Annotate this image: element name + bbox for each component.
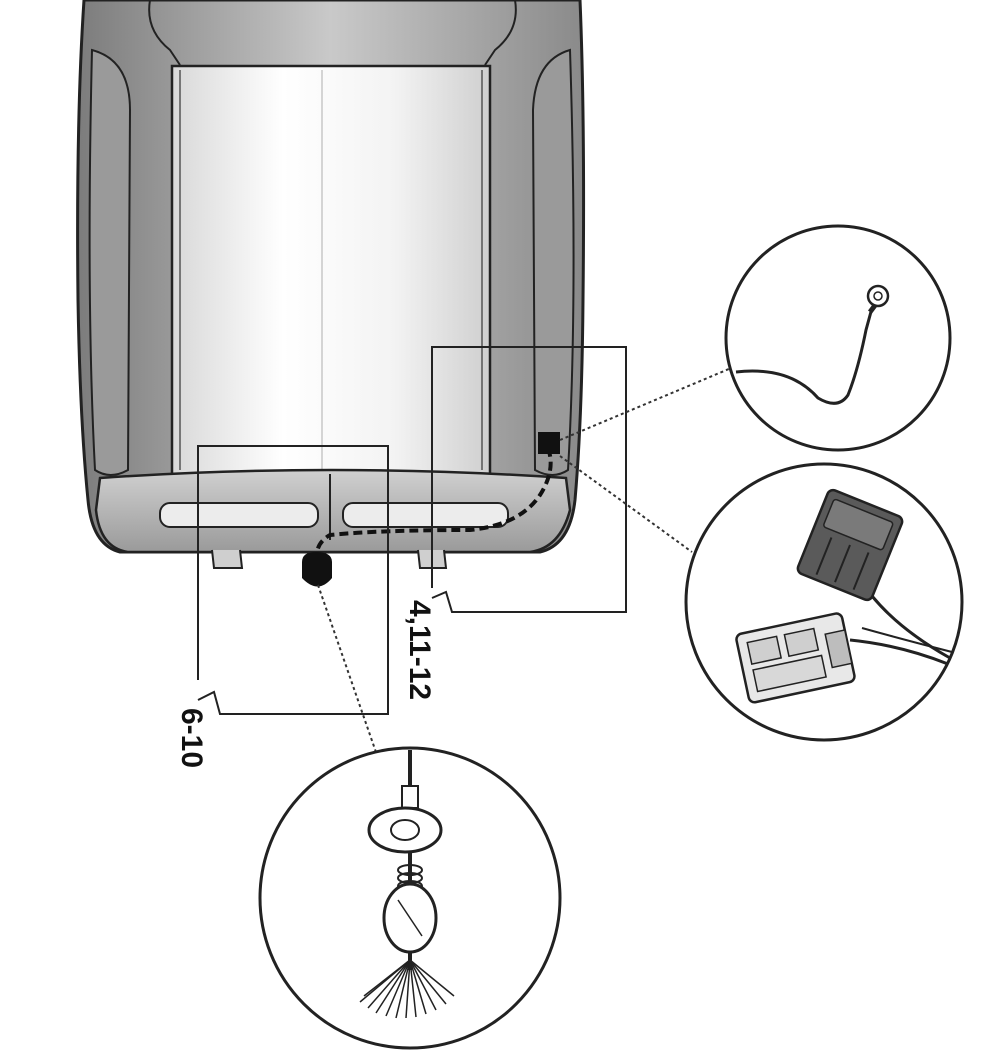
dark-connector: [796, 488, 904, 602]
grommet-wire-detail: [258, 746, 562, 1050]
callout-label-6-10: 6-10: [175, 708, 208, 768]
connector-wire-a: [870, 595, 951, 660]
frayed-wire-ends: [359, 959, 455, 1019]
right-side-panel: [531, 48, 575, 476]
callout-box-4-11-12: [431, 346, 627, 613]
ground-eyelet-detail: [724, 224, 952, 452]
left-bumper-strip: [159, 502, 319, 528]
leader-to-eyelet: [559, 365, 737, 441]
vehicle-rear: [76, 0, 586, 569]
light-connector: [735, 612, 856, 704]
connector-pair-detail: [684, 462, 964, 742]
callout-box-6-10: [197, 445, 389, 715]
connector-wire-c: [861, 627, 953, 653]
ground-wire: [735, 307, 874, 405]
leader-to-grommet: [317, 584, 379, 759]
callout-label-4-11-12: 4,11-12: [403, 600, 436, 700]
connector-wire-b: [849, 638, 949, 666]
grommet-plug: [302, 552, 332, 587]
left-side-panel: [88, 48, 132, 476]
right-bumper-strip: [342, 502, 509, 528]
harness-connector-block: [538, 432, 560, 454]
tailgate-glass: [170, 64, 492, 478]
left-tow-bracket: [211, 549, 244, 569]
left-pillar-line: [148, 0, 181, 66]
inline-connector: [401, 785, 419, 809]
right-pillar-line: [484, 0, 517, 66]
wiring-harness: [302, 432, 560, 587]
